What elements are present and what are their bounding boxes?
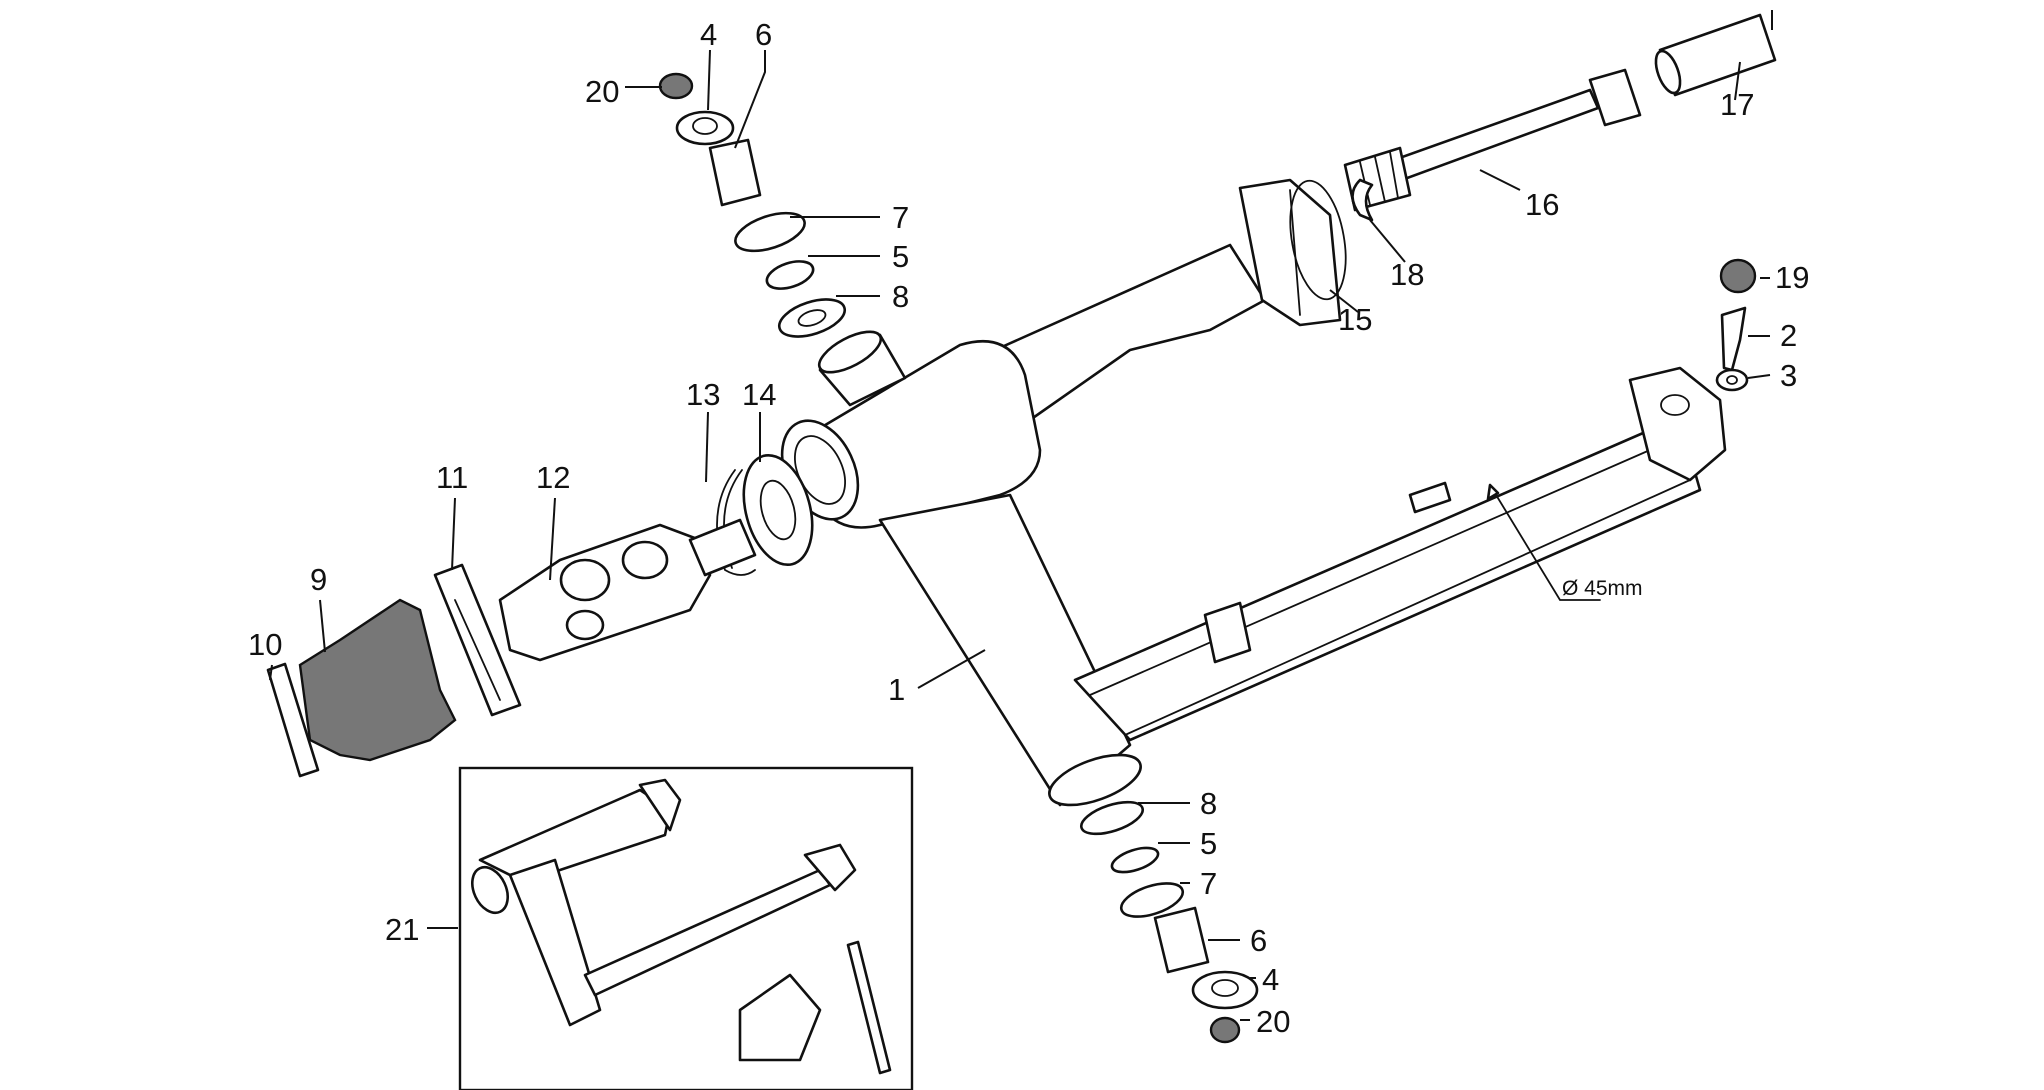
callout-1: 1 xyxy=(888,672,905,707)
callout-5-bottom: 5 xyxy=(1200,826,1217,861)
callout-10: 10 xyxy=(248,627,282,662)
universal-joint-part-12 xyxy=(498,518,757,662)
dimension-arrow xyxy=(1486,483,1601,601)
sleeve-part-17 xyxy=(1654,13,1777,97)
callout-5-top: 5 xyxy=(892,239,909,274)
o-ring-part-15 xyxy=(1289,179,1347,301)
callout-6-top: 6 xyxy=(755,17,772,52)
clamp-part-10 xyxy=(266,662,320,778)
bolt-part-2 xyxy=(1720,306,1747,372)
rubber-boot-part-9 xyxy=(298,598,457,762)
callout-15: 15 xyxy=(1338,302,1372,337)
cap-part-19 xyxy=(1719,258,1757,294)
callout-14: 14 xyxy=(742,377,776,412)
callout-7-top: 7 xyxy=(892,200,909,235)
lower-pivot-stack xyxy=(1080,800,1259,1044)
callout-19: 19 xyxy=(1775,260,1809,295)
callout-9: 9 xyxy=(310,562,327,597)
callout-4-top: 4 xyxy=(700,17,717,52)
drive-shaft-part-16 xyxy=(1343,68,1642,212)
callout-6-bottom: 6 xyxy=(1250,923,1267,958)
callout-11: 11 xyxy=(436,460,468,495)
callout-16: 16 xyxy=(1525,187,1559,222)
bearing-part-14 xyxy=(742,453,814,567)
leader-lines xyxy=(269,10,1773,1021)
swing-arm-part-1 xyxy=(780,178,1727,807)
callout-8-bottom: 8 xyxy=(1200,786,1217,821)
callout-20-bottom: 20 xyxy=(1256,1004,1290,1039)
callout-20-top: 20 xyxy=(585,74,619,109)
callout-3: 3 xyxy=(1780,358,1797,393)
callout-labels: 20 4 6 7 5 8 13 14 12 11 9 10 1 8 5 7 6 … xyxy=(248,17,1809,1039)
callout-8-top: 8 xyxy=(892,279,909,314)
washer-part-3 xyxy=(1715,368,1749,392)
circlip-part-18 xyxy=(1351,178,1374,222)
callout-12: 12 xyxy=(536,460,570,495)
callout-7-bottom: 7 xyxy=(1200,866,1217,901)
inset-complete-assembly-21 xyxy=(458,766,914,1090)
dimension-label: Ø 45mm xyxy=(1562,577,1643,600)
callout-17: 17 xyxy=(1720,87,1754,122)
upper-pivot-stack xyxy=(658,72,847,338)
callout-13: 13 xyxy=(686,377,720,412)
callout-2: 2 xyxy=(1780,318,1797,353)
callout-18: 18 xyxy=(1390,257,1424,292)
callout-21: 21 xyxy=(385,912,419,947)
callout-4-bottom: 4 xyxy=(1262,962,1279,997)
